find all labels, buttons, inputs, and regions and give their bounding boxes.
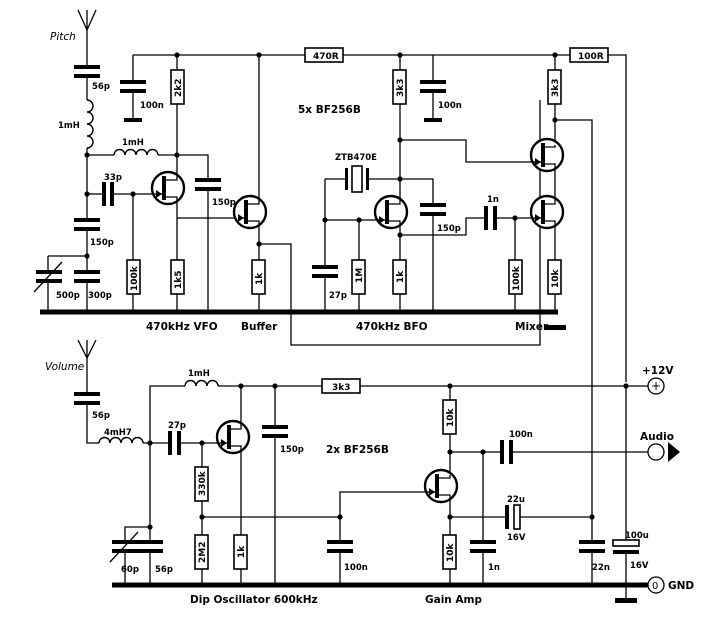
audio-terminal-icon — [647, 443, 665, 461]
c-27p-lower-label: 27p — [168, 421, 186, 431]
c-100n-out-label: 100n — [509, 430, 533, 440]
r-1k-buf-label: 1k — [255, 272, 265, 285]
c-trim-lower-label: 60p — [121, 565, 139, 575]
c-27p-bfo-label: 27p — [329, 291, 347, 301]
r-10k-top-label: 10k — [446, 407, 456, 427]
c-22u-label: 22u — [507, 495, 525, 505]
c-22u-voltage: 16V — [507, 533, 526, 543]
bfo-jfet-icon — [325, 192, 409, 260]
r-330k-label: 330k — [198, 470, 208, 496]
gain-amp-jfet-icon — [423, 468, 459, 535]
c-vol-label: 56p — [92, 411, 110, 421]
dip-osc-jfet-icon — [215, 386, 251, 535]
mixer-lower-jfet-icon — [529, 194, 565, 260]
c-1n-label: 1n — [488, 563, 500, 573]
c-100n-bfo-label: 100n — [438, 101, 462, 111]
r-1m-label: 1M — [355, 268, 365, 283]
audio-label: Audio — [640, 431, 674, 443]
r-10k-mix-label: 10k — [551, 268, 561, 288]
xtal-label: ZTB470E — [335, 153, 377, 163]
c-56p-lower-label: 56p — [155, 565, 173, 575]
r-2k2-label: 2k2 — [174, 78, 184, 97]
lower-transistor-note: 2x BF256B — [326, 444, 389, 456]
volume-antenna-icon — [77, 339, 97, 392]
vfo-section-label: 470kHz VFO — [146, 321, 218, 333]
c-trim-label: 500p — [56, 291, 80, 301]
c-150p-vfo-label: 150p — [212, 198, 236, 208]
pitch-antenna-icon — [77, 9, 97, 65]
pitch-section: Pitch 56p 1mH 1mH 33p 150p — [33, 9, 627, 540]
audio-arrow-icon — [668, 442, 680, 462]
c-pitch-label: 56p — [92, 82, 110, 92]
r-3k3-lower-label: 3k3 — [332, 383, 351, 393]
r-100k-vfo-label: 100k — [130, 265, 140, 291]
ground-label: GND — [668, 580, 694, 592]
bfo-section-label: 470kHz BFO — [356, 321, 428, 333]
r-3k3-bfo-label: 3k3 — [396, 78, 406, 97]
buffer-section-label: Buffer — [241, 321, 278, 333]
vfo-jfet-icon — [150, 155, 186, 218]
r-3k3-mix-label: 3k3 — [551, 78, 561, 97]
volume-label: Volume — [45, 361, 84, 373]
upper-transistor-note: 5x BF256B — [298, 104, 361, 116]
c-300p-label: 300p — [88, 291, 112, 301]
ground-terminal-icon — [647, 576, 665, 594]
r-100-label: 100R — [578, 52, 604, 62]
ground-symbol: 0 — [652, 581, 658, 592]
c-150p-lower-label: 150p — [280, 445, 304, 455]
l-vfo-label: 1mH — [122, 138, 144, 148]
r-470-label: 470R — [313, 52, 339, 62]
c-100u-voltage: 16V — [630, 561, 649, 571]
r-10k-bot-label: 10k — [446, 542, 456, 562]
c-100u-label: 100u — [625, 531, 649, 541]
r-1k5-label: 1k5 — [174, 270, 184, 289]
c-100n-left-label: 100n — [140, 101, 164, 111]
c-1n-mix-label: 1n — [487, 195, 499, 205]
c-33p-label: 33p — [104, 173, 122, 183]
c-150p-left-label: 150p — [90, 238, 114, 248]
r-2m2-label: 2M2 — [198, 542, 208, 563]
supply-terminal-icon — [647, 377, 665, 395]
supply-symbol: + — [651, 379, 661, 393]
mixer-upper-jfet-icon — [525, 137, 565, 196]
volume-section: Volume 56p 4mH7 27p 1mH 3k3 + +12V — [45, 339, 694, 606]
l-1mh-lower-label: 1mH — [188, 369, 210, 379]
c-100n-mid-label: 100n — [344, 563, 368, 573]
l-pitch-label: 1mH — [58, 121, 80, 131]
r-1k-lower-label: 1k — [237, 545, 247, 558]
buffer-jfet-icon — [232, 55, 268, 260]
pitch-label: Pitch — [50, 31, 76, 43]
gain-amp-section-label: Gain Amp — [425, 594, 483, 606]
c-150p-bfo-label: 150p — [437, 224, 461, 234]
r-1k-bfo-label: 1k — [396, 270, 406, 283]
supply-label: +12V — [642, 365, 674, 377]
r-100k-mix-label: 100k — [512, 265, 522, 291]
mixer-section-label: Mixer — [515, 321, 549, 333]
l-4mh7-label: 4mH7 — [104, 428, 132, 438]
c-22n-label: 22n — [592, 563, 610, 573]
dip-osc-section-label: Dip Oscillator 600kHz — [190, 594, 318, 606]
